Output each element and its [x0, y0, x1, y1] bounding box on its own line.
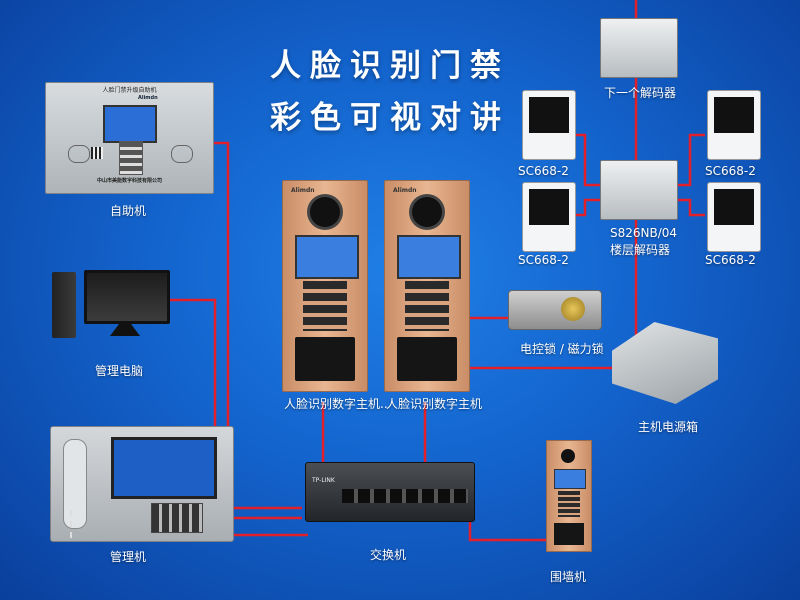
- face-unit-card-reader: [295, 337, 355, 381]
- wire-d-m4: [676, 198, 705, 217]
- face-unit-brand: Alimdn: [291, 187, 315, 194]
- wall-unit-screen: [554, 469, 586, 489]
- manager-handset: [63, 439, 87, 529]
- indoor-monitor: [707, 90, 761, 160]
- kiosk-card-slot: [171, 145, 193, 163]
- monitor-screen: [529, 97, 569, 133]
- camera-icon: [412, 197, 442, 227]
- network-switch: TP-LINK: [305, 462, 475, 522]
- manager-keypad: [151, 503, 203, 533]
- camera-icon: [561, 449, 575, 463]
- lock-icon: [508, 290, 602, 330]
- wire-kiosk: [212, 141, 302, 520]
- lock-cylinder: [561, 297, 585, 321]
- kiosk-label: 自助机: [110, 204, 147, 218]
- face-recognition-unit: Alimdn: [384, 180, 470, 392]
- monitor-label: SC668-2: [518, 164, 569, 178]
- next-decoder-label: 下一个解码器: [604, 86, 677, 100]
- kiosk-brand: Alimdn: [138, 95, 158, 101]
- indoor-monitor: [522, 90, 576, 160]
- title-line-2: 彩色可视对讲: [270, 100, 510, 136]
- face-unit-label: 人脸识别数字主机: [386, 397, 483, 411]
- self-service-kiosk: 人脸门禁升级自助机 Alimdn 中山市美能数字科技有限公司: [45, 82, 214, 194]
- kiosk-panel-title: 人脸门禁升级自助机: [102, 87, 157, 94]
- wire-pc: [166, 298, 302, 510]
- face-unit-card-reader: [397, 337, 457, 381]
- face-unit-label: 人脸识别数字主机..: [284, 397, 388, 411]
- face-unit-keypad: [405, 281, 449, 331]
- wall-unit: [546, 440, 592, 552]
- kiosk-qr-code: [91, 147, 103, 159]
- wall-unit-keypad: [558, 491, 580, 517]
- floor-decoder-model: S826NB/04: [610, 226, 678, 240]
- wire-d-m2: [575, 198, 600, 217]
- pc-label: 管理电脑: [95, 364, 144, 378]
- kiosk-card-slot: [68, 145, 90, 163]
- monitor-label: SC668-2: [518, 253, 569, 267]
- switch-ports: [342, 489, 468, 503]
- monitor-screen: [714, 189, 754, 225]
- camera-icon: [310, 197, 340, 227]
- switch-label: 交换机: [370, 548, 407, 562]
- face-unit-screen: [397, 235, 461, 279]
- management-pc-monitor: [84, 270, 170, 324]
- management-pc-tower: [52, 272, 76, 338]
- switch-brand: TP-LINK: [312, 477, 335, 484]
- wall-unit-card-reader: [554, 523, 584, 545]
- floor-decoder: [600, 160, 678, 220]
- wire-switch-wall: [468, 518, 548, 542]
- kiosk-company: 中山市美能数字科技有限公司: [96, 178, 162, 184]
- indoor-monitor: [707, 182, 761, 252]
- management-station: [50, 426, 234, 542]
- monitor-label: SC668-2: [705, 164, 756, 178]
- monitor-screen: [714, 97, 754, 133]
- manager-handset-cord: [70, 510, 86, 538]
- face-unit-brand: Alimdn: [393, 187, 417, 194]
- wall-unit-label: 围墙机: [550, 570, 587, 584]
- manager-screen: [111, 437, 217, 499]
- next-decoder: [600, 18, 678, 78]
- floor-decoder-label: 楼层解码器: [610, 243, 671, 257]
- indoor-monitor: [522, 182, 576, 252]
- manager-label: 管理机: [110, 550, 147, 564]
- monitor-screen: [529, 189, 569, 225]
- kiosk-keypad: [119, 141, 143, 175]
- title-line-1: 人脸识别门禁: [270, 48, 510, 84]
- power-box-label: 主机电源箱: [638, 420, 699, 434]
- face-recognition-unit: Alimdn: [282, 180, 368, 392]
- face-unit-screen: [295, 235, 359, 279]
- monitor-label: SC668-2: [705, 253, 756, 267]
- wire-d-m1: [575, 133, 600, 187]
- wire-d-m3: [676, 133, 705, 187]
- face-unit-keypad: [303, 281, 347, 331]
- lock-label: 电控锁 / 磁力锁: [520, 342, 604, 356]
- kiosk-screen: [103, 105, 157, 143]
